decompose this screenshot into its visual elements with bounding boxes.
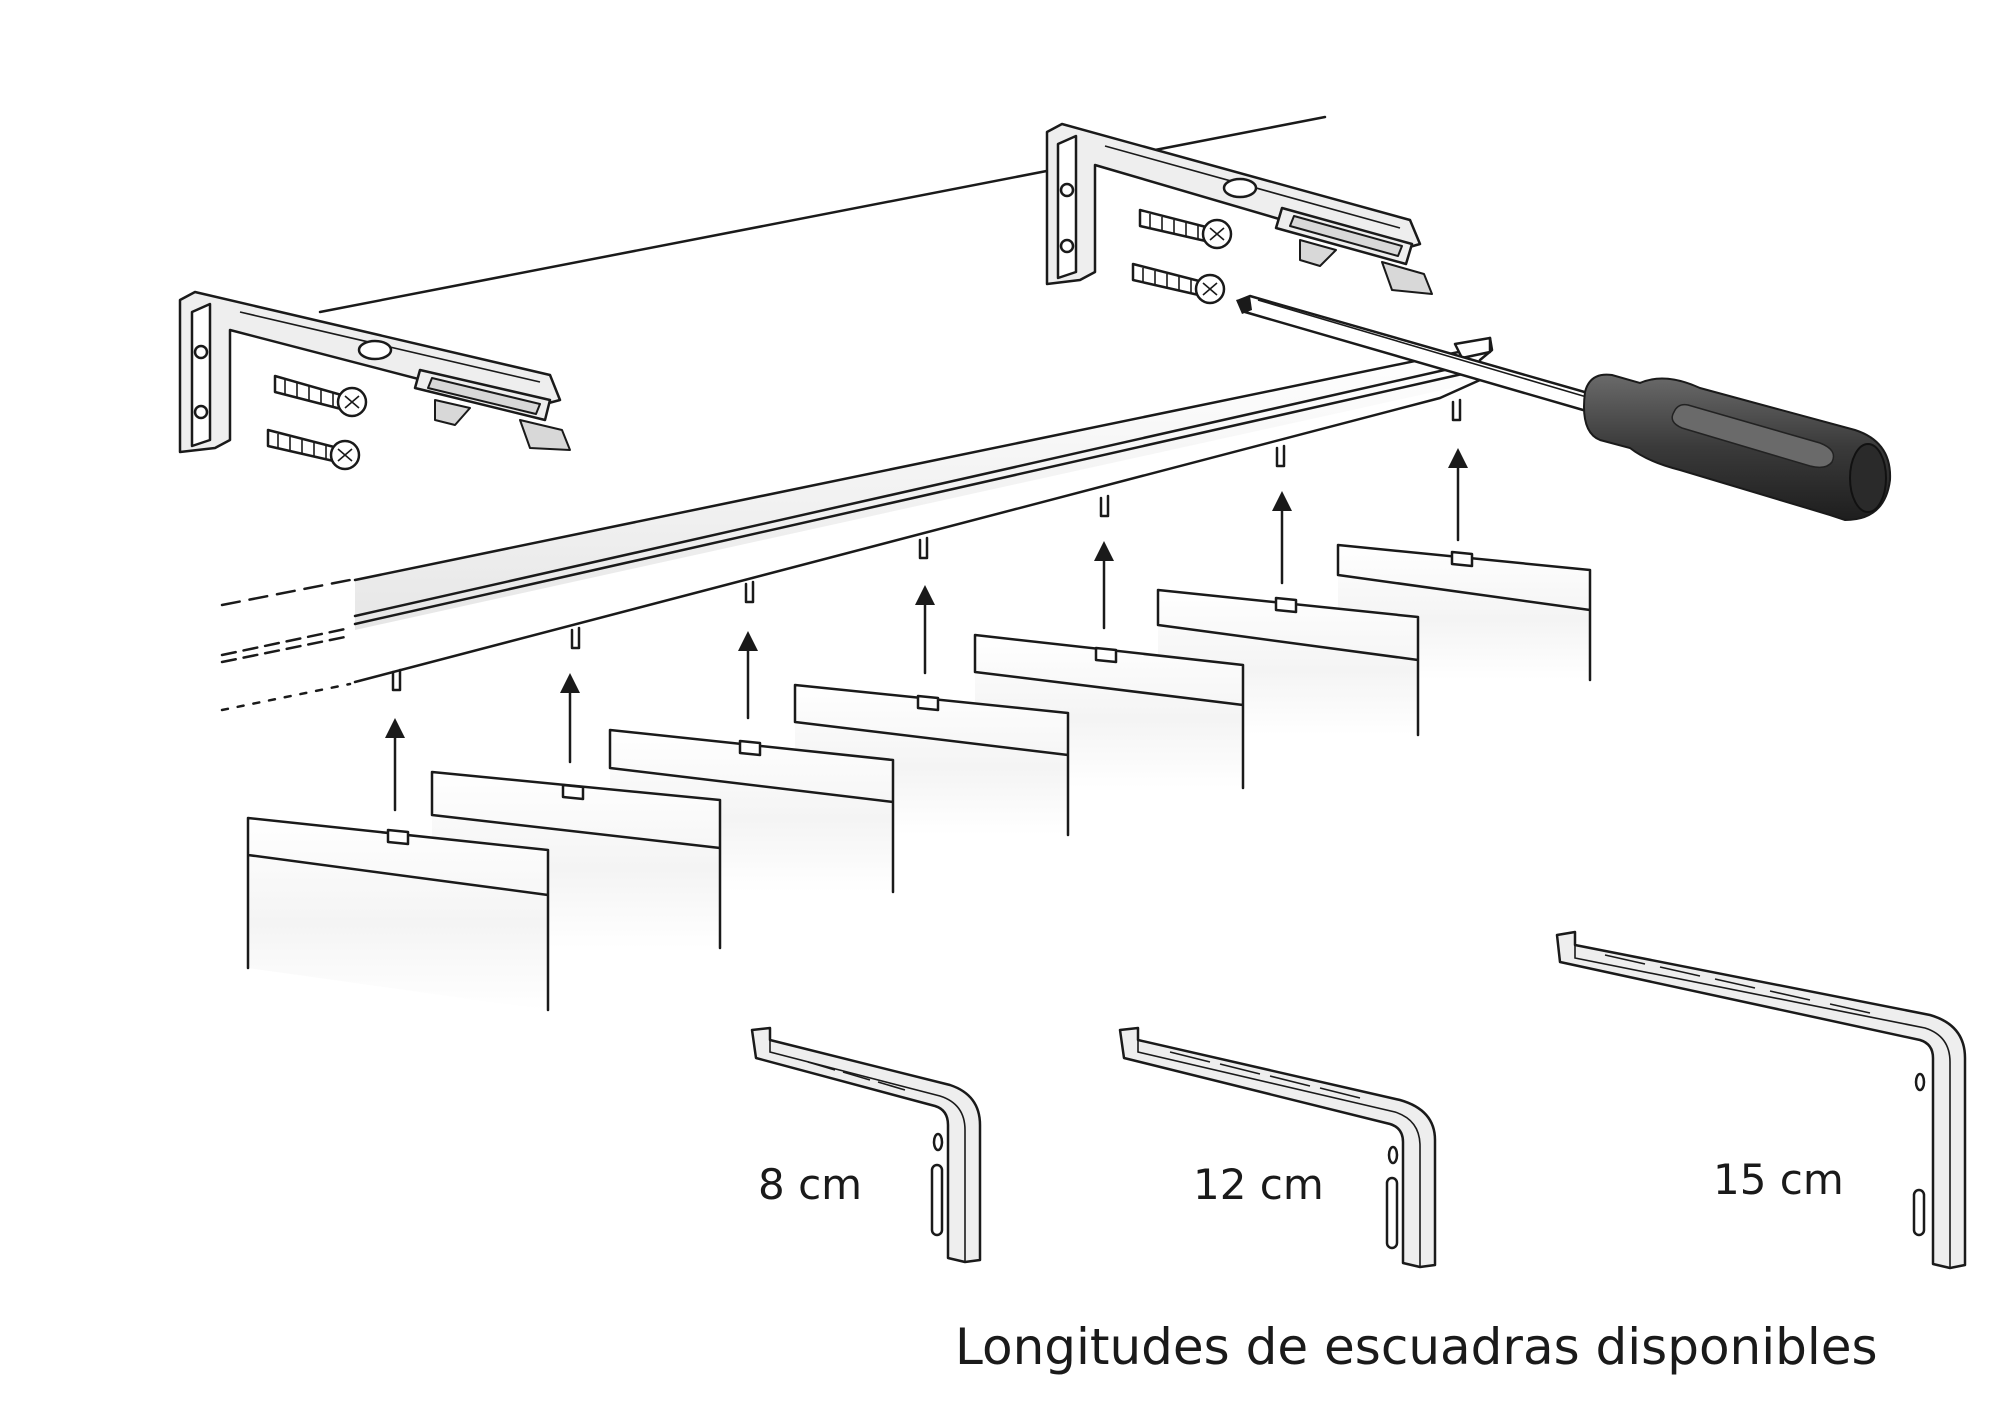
wall-bracket-icon [1045, 122, 1433, 295]
up-arrow-icon [1272, 491, 1292, 585]
wall-bracket-icon [178, 290, 571, 454]
screw-icon [273, 374, 368, 418]
bracket-8cm-icon [750, 1026, 982, 1264]
diagram-caption: Longitudes de escuadras disponibles [955, 1318, 1878, 1376]
bracket-15cm-icon [1555, 930, 1967, 1270]
up-arrow-icon [915, 585, 935, 675]
screwdriver-icon [1236, 294, 1892, 522]
slat-icon [246, 816, 550, 1012]
up-arrow-icon [1448, 448, 1468, 542]
screw-icon [1131, 262, 1226, 305]
bracket-size-12cm-label: 12 cm [1193, 1160, 1324, 1209]
screw-icon [266, 428, 361, 471]
up-arrow-icon [560, 673, 580, 764]
bracket-size-15cm-label: 15 cm [1713, 1155, 1844, 1204]
up-arrow-icon [1094, 541, 1114, 630]
bracket-size-8cm-label: 8 cm [758, 1160, 863, 1209]
headrail-icon [220, 336, 1494, 712]
screw-icon [1138, 208, 1233, 250]
up-arrow-icon [385, 718, 405, 812]
up-arrow-icon [738, 631, 758, 720]
bracket-12cm-icon [1118, 1026, 1437, 1269]
rail-hooks [391, 398, 1462, 692]
